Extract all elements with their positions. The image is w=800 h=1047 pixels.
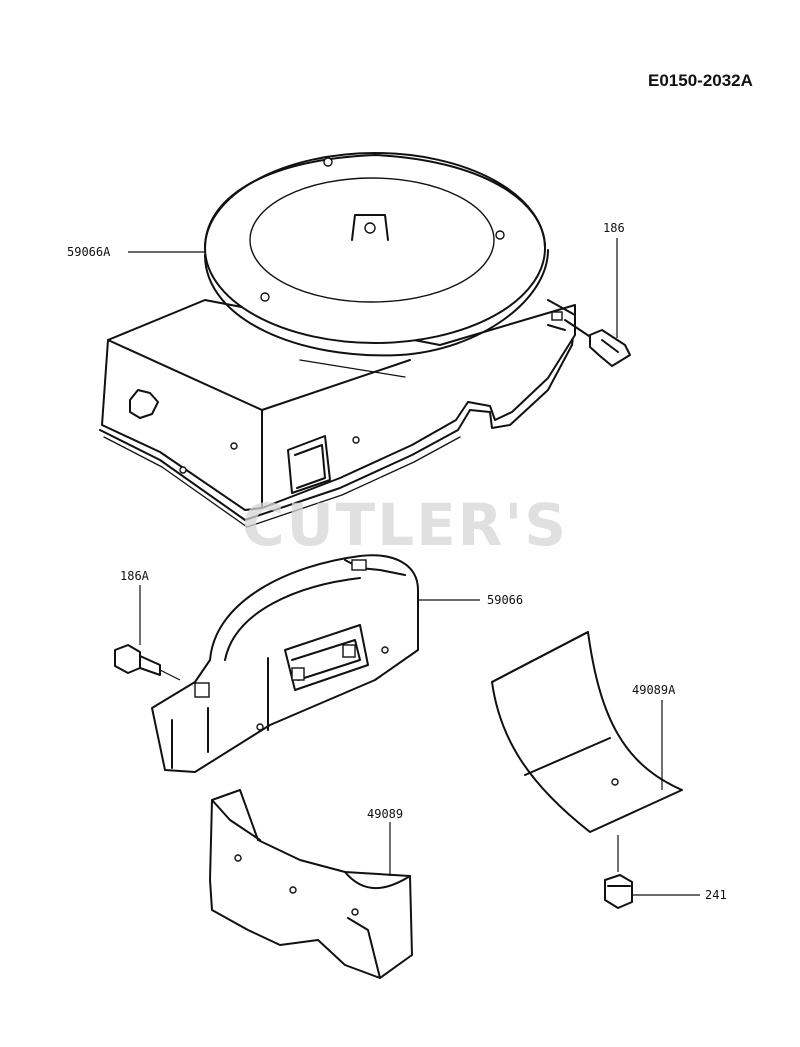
part-label-241: 241 xyxy=(705,888,727,902)
diagram-code: E0150-2032A xyxy=(648,71,753,90)
part-label-49089A: 49089A xyxy=(632,683,676,697)
part-label-186A: 186A xyxy=(120,569,150,583)
bolt-186 xyxy=(564,319,631,367)
part-label-49089: 49089 xyxy=(367,807,403,821)
lower-cover xyxy=(209,789,413,979)
part-label-59066A: 59066A xyxy=(67,245,111,259)
bolt-241 xyxy=(604,835,633,909)
blower-housing xyxy=(99,152,576,528)
cover-plate xyxy=(151,554,419,773)
part-label-186: 186 xyxy=(603,221,625,235)
bolt-186A xyxy=(114,644,181,681)
part-label-59066: 59066 xyxy=(487,593,523,607)
watermark: CUTLER'S xyxy=(242,491,568,559)
shroud xyxy=(491,631,683,833)
